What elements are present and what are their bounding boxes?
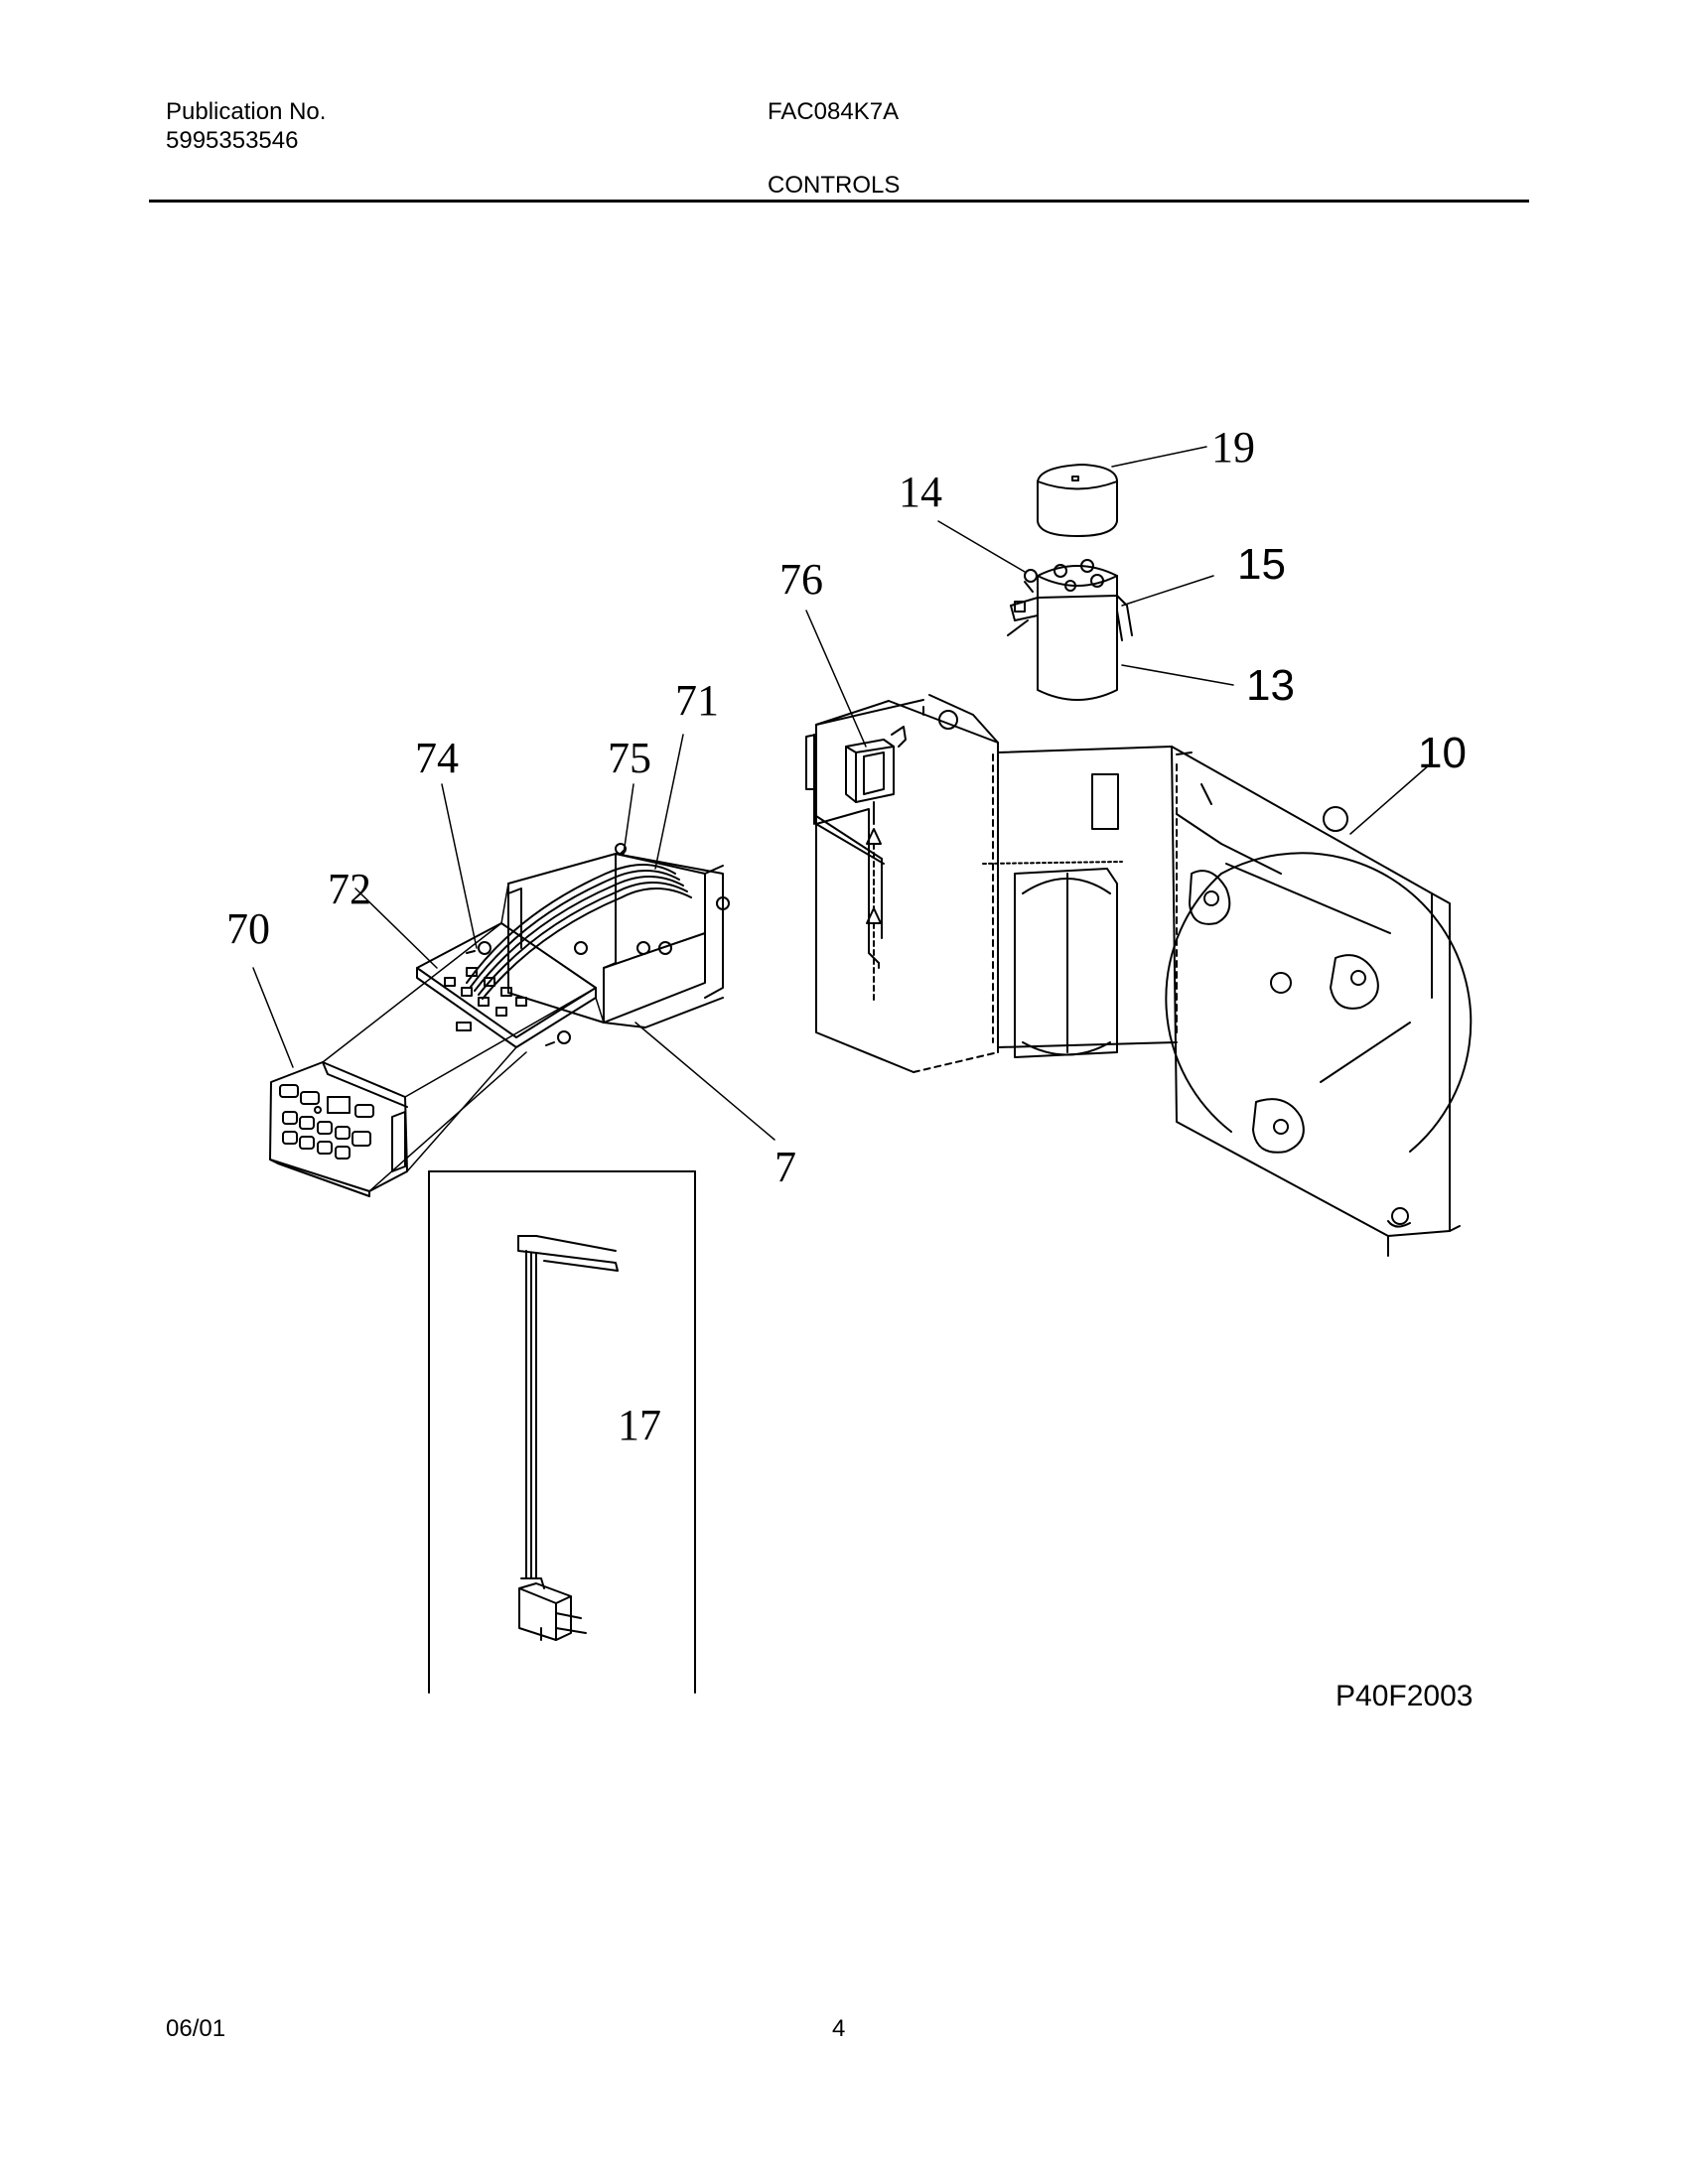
callout-76: 76: [779, 555, 823, 604]
callout-15: 15: [1237, 540, 1286, 589]
wire-harness: [466, 864, 692, 1000]
callout-17: 17: [618, 1401, 661, 1449]
callout-19: 19: [1211, 423, 1255, 472]
callout-14: 14: [899, 468, 942, 516]
callout-75: 75: [608, 734, 651, 782]
callout-13: 13: [1246, 661, 1295, 710]
transformer: [845, 726, 907, 1004]
assembly-guide-lines: [322, 883, 605, 1192]
power-cord: [517, 1235, 619, 1641]
page-number: 4: [832, 2015, 846, 2042]
side-plate: [805, 694, 999, 969]
leader-lines: [252, 446, 1431, 1141]
callout-70: 70: [226, 904, 270, 953]
capacitor: [1037, 559, 1118, 701]
capacitor-cover: [1037, 464, 1118, 537]
header-rule: [149, 200, 1529, 203]
callout-10: 10: [1418, 729, 1467, 777]
figure-code: P40F2003: [1336, 1680, 1473, 1712]
mounting-screw: [1024, 569, 1038, 593]
publication-number: 5995353546: [166, 127, 299, 154]
callout-72: 72: [328, 865, 371, 913]
control-bracket: [815, 700, 1473, 1257]
control-housing: [507, 848, 730, 1028]
capacitor-strap: [1007, 595, 1133, 641]
power-cord-frame: [428, 1170, 696, 1694]
model-number: FAC084K7A: [768, 98, 900, 125]
section-title: CONTROLS: [768, 172, 901, 199]
callout-71: 71: [675, 676, 719, 725]
control-board: [416, 922, 597, 1048]
board-screws: [466, 843, 627, 1046]
callout-74: 74: [415, 734, 459, 782]
footer-date: 06/01: [166, 2015, 226, 2042]
publication-label: Publication No.: [166, 98, 327, 125]
callout-7: 7: [774, 1143, 796, 1191]
